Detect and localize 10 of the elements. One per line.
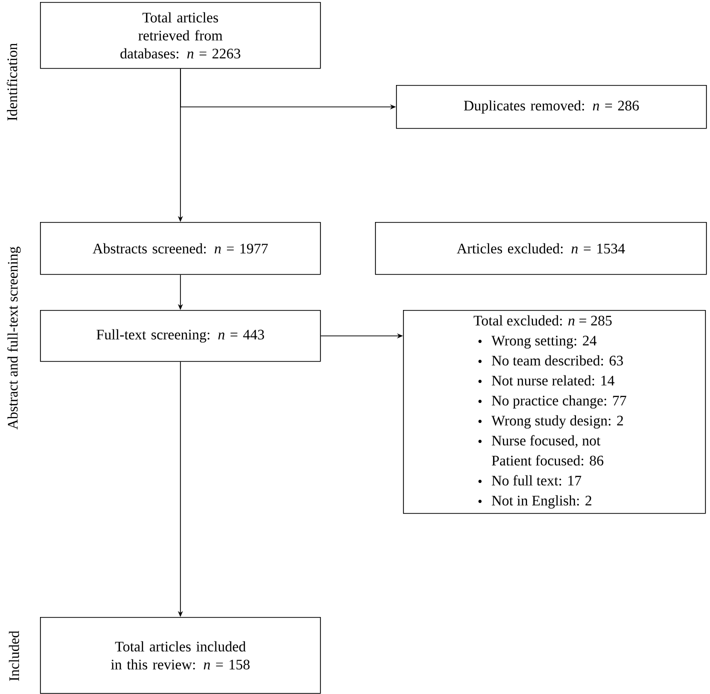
process-box: Duplicates removed: n = 286	[396, 85, 707, 129]
stage-label: Abstract and full-text screening	[7, 246, 21, 430]
stage-label: Included	[8, 630, 20, 681]
process-box: Total articles retrieved from databases: n = 2263	[40, 2, 321, 69]
process-box: Total excluded: n = 285 Wrong setting: 24 No team described: 63 Not nurse related: 14 No practice change: 77 Wrong study design: 2 Nurse focused, not Patient focused: 86 No full text: 17 Not in English: 2	[403, 310, 706, 514]
stage-label: Identification	[6, 43, 18, 121]
process-box: Total articles included in this review: n = 158	[40, 617, 321, 694]
process-box: Abstracts screened: n = 1977	[40, 222, 321, 275]
process-box: Articles excluded: n = 1534	[375, 222, 707, 275]
process-box: Full-text screening: n = 443	[40, 310, 321, 362]
